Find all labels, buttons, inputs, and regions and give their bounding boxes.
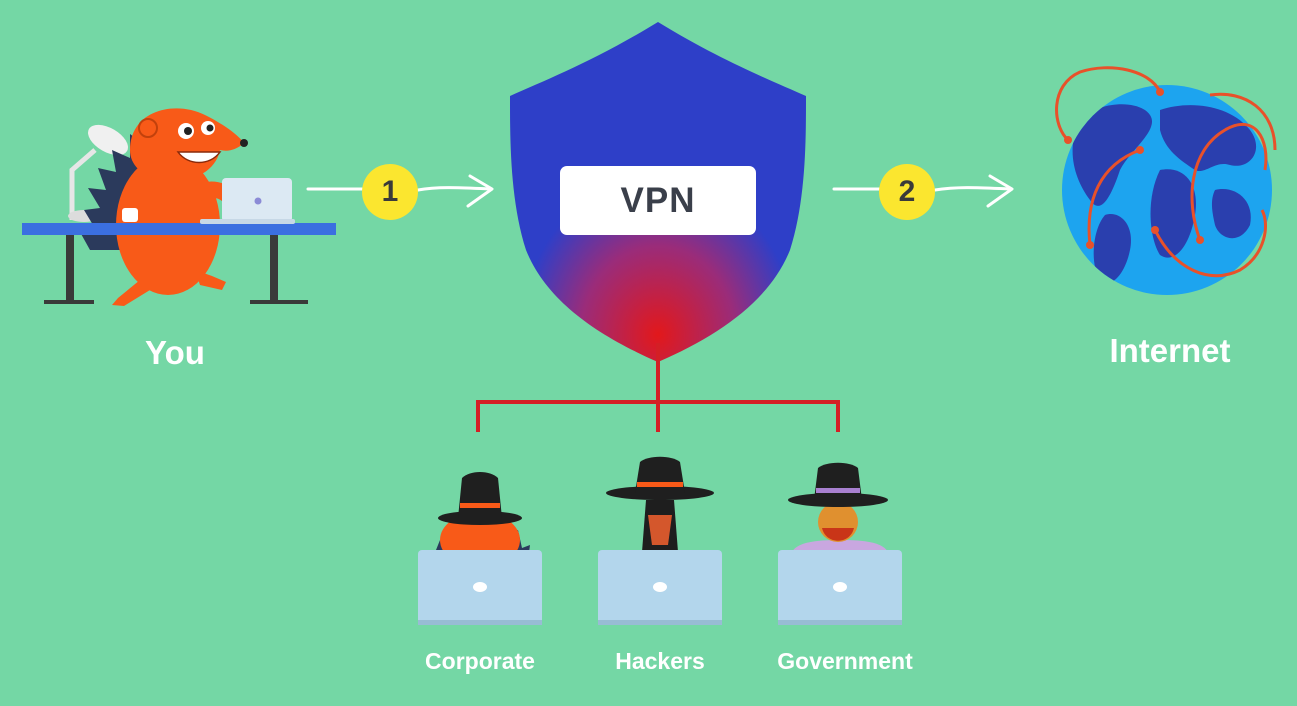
vpn-label: VPN (620, 180, 696, 220)
internet-label: Internet (1109, 332, 1231, 369)
arrow-you-to-vpn (306, 174, 494, 208)
observer-label-government: Government (777, 648, 913, 674)
desk-top (22, 223, 336, 235)
dog-spy-icon (606, 456, 714, 552)
laptop-icon (598, 550, 722, 625)
hedgehog-head (130, 108, 248, 182)
vpn-label-box: VPN (560, 166, 756, 235)
laptop-icon (200, 178, 295, 224)
observer-label-corporate: Corporate (425, 648, 535, 674)
leak-connector (476, 343, 840, 432)
globe-icon (1055, 66, 1277, 295)
coffee-cup-icon (122, 208, 138, 222)
observer-label-hackers: Hackers (615, 648, 705, 674)
laptop-icon (418, 550, 542, 625)
laptop-icon (778, 550, 902, 625)
step-badge-2: 2 (879, 164, 935, 220)
step-badge-1: 1 (362, 164, 418, 220)
you-label: You (145, 334, 205, 371)
hedgehog-at-desk-icon (22, 108, 336, 306)
arrow-vpn-to-internet (832, 174, 1014, 208)
